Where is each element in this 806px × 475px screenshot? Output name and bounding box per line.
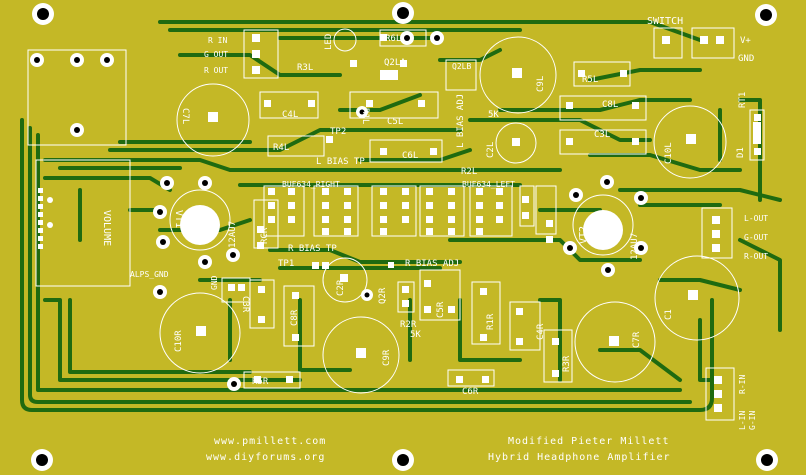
r2l-label: R2L [461,167,478,177]
c6l-label: C6L [402,151,419,161]
tube-sockets [180,205,623,250]
large-pads [30,31,648,391]
c3r-label: C3R [240,296,250,313]
diode-bodies [380,70,761,268]
switch-label: SWITCH [647,16,684,27]
buf-right-label: BUF634_RIGHT [282,180,340,189]
r3l-label: R3L [297,63,314,73]
mounting-holes [31,2,778,471]
r6l-label: R6L [385,34,402,44]
l-out-label: L-OUT [744,214,769,223]
c2l-label: C2L [486,141,496,158]
volume-pot-pins [38,188,53,249]
r-bias-adj-label: R BIAS ADJ [405,259,460,269]
gnd-power-label: GND [738,54,755,64]
r-bias-tp-label: R BIAS TP [288,244,337,254]
q2r-label: Q2R [378,287,388,304]
c8r-label: C8R [290,309,300,326]
credit-title-line2: Hybrid Headphone Amplifier [488,452,671,463]
vt1-label: VT1 [173,210,184,229]
tp1-label: TP1 [278,259,295,269]
silkscreen-outlines [27,27,765,421]
tube-l-label: 12AU7 [630,232,640,260]
c9l-label: C9L [536,75,546,92]
c3l-label: C3L [594,130,611,140]
c7l-label: C7L [180,108,190,125]
buf-left-label: BUF634_LEFT [462,180,515,189]
r-in-label: R IN [208,36,228,45]
c4l-label: C4L [282,110,299,120]
d1-label: D1 [736,147,746,158]
c4r-label: C4R [536,323,546,340]
r3r-label: R3R [562,355,572,372]
vt2-label: VT2 [578,225,589,244]
r5l-label: R5L [582,75,599,85]
r-in-bottom-label: R-IN [738,374,747,394]
alps-gnd-label: ALPS_GND [130,270,169,279]
q2lb-label: Q2LB [452,62,472,71]
pot5k-r-label: 5K [410,330,421,340]
l-bias-adj-label: L BIAS ADJ [456,93,466,148]
credit-title-line1: Modified Pieter Millett [508,436,670,447]
r-out-label: R-OUT [744,252,769,261]
rcr-label: RCR [260,227,270,244]
q2la-label: Q2LA [384,58,406,68]
square-pads [196,34,761,412]
r1r-label: R1R [486,313,496,330]
c6r-label: C6R [462,387,479,397]
c5l-label: C5L [387,117,404,127]
tp2-label: TP2 [330,127,347,137]
pot5k-l-label: 5K [488,110,499,120]
c5r-label: C5R [436,301,446,318]
r2r-label: R2R [400,320,417,330]
website-diyforums: www.diyforums.org [206,452,326,463]
c10l-label: C10L [664,142,674,164]
r-out-top-label: R OUT [204,66,229,75]
l-bias-tp-label: L BIAS TP [316,157,365,167]
volume-label: VOLUME [101,210,112,247]
g-in-label: G-IN [748,410,757,430]
c7r-label: C7R [632,331,642,348]
rt1-label: RT1 [738,91,748,108]
gnd-jumper-label: GND [210,275,219,290]
c8l-label: C8L [602,100,619,110]
website-pmillett: www.pmillett.com [214,436,327,447]
c10r-label: C10R [174,330,184,352]
g-out-top-label: G OUT [204,50,229,59]
vplus-label: V+ [740,36,751,46]
l-in-label: L-IN [738,410,747,430]
c9r-label: C9R [382,349,392,366]
r1l-label: R1L [360,108,370,125]
r4l-label: R4L [273,143,290,153]
r5r-label: R5R [252,377,269,387]
c1-label: C1 [664,309,674,320]
c2r-label: C2R [336,279,346,296]
tube-r-label: 12AU7 [228,220,238,248]
g-out-label: G-OUT [744,233,769,242]
led-label: LED [324,33,334,50]
